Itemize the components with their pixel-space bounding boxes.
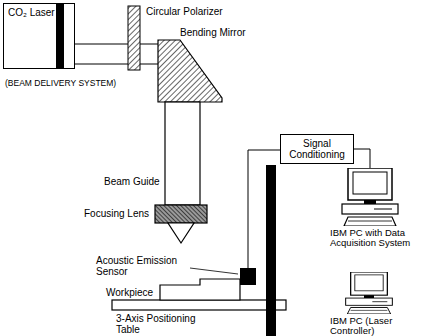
nozzle-cone [168,223,194,243]
drive-slot [374,209,392,210]
computer-label: IBM PC (Laser Controller) [330,316,416,336]
part-label: Acoustic Emission Sensor [96,255,188,277]
process-box: Signal Conditioning [280,134,354,164]
part-label: Beam Guide [104,176,162,187]
part-label: 3-Axis Positioning Table [116,313,208,335]
keyboard-keys [348,221,392,222]
node-text: CO₂ Laser [8,7,70,18]
keyboard-keys [351,310,388,311]
monitor-stand [364,200,376,204]
monitor [351,272,388,295]
part-label: Focusing Lens [84,208,154,219]
part-label: Circular Polarizer [146,6,256,17]
keyboard [347,307,390,314]
computer-icon [344,272,394,314]
computer: IBM PC with Data Acquisition System [330,168,416,248]
monitor [348,168,392,200]
keyboard [344,217,396,226]
drive-slot [372,301,387,302]
part-label: Workpiece [106,287,158,298]
positioning-table [112,300,286,310]
part-label: (BEAM DELIVERY SYSTEM) [5,78,125,89]
sensor-wire [248,150,280,268]
laser-box: CO₂ Laser [3,3,75,69]
screen [353,172,387,194]
beam-line [75,64,158,65]
system-unit [346,298,393,305]
node-text: Signal Conditioning [286,138,348,160]
beam-line [75,44,158,45]
beam-guide-tube [165,102,200,205]
computer: IBM PC (Laser Controller) [330,272,416,336]
screen [355,275,383,291]
focusing-lens [155,205,207,223]
bending-mirror [158,40,222,102]
system-unit [342,204,398,214]
part-label: Bending Mirror [180,27,270,38]
leader-line [190,268,238,274]
computer-label: IBM PC with Data Acquisition System [330,228,416,248]
table-column [266,165,276,336]
signal-wire [354,149,370,168]
acoustic-sensor [240,268,256,285]
polarizer-plate [128,6,140,70]
laser-output-band [56,3,64,69]
workpiece [160,279,240,300]
computer-icon [340,168,400,226]
